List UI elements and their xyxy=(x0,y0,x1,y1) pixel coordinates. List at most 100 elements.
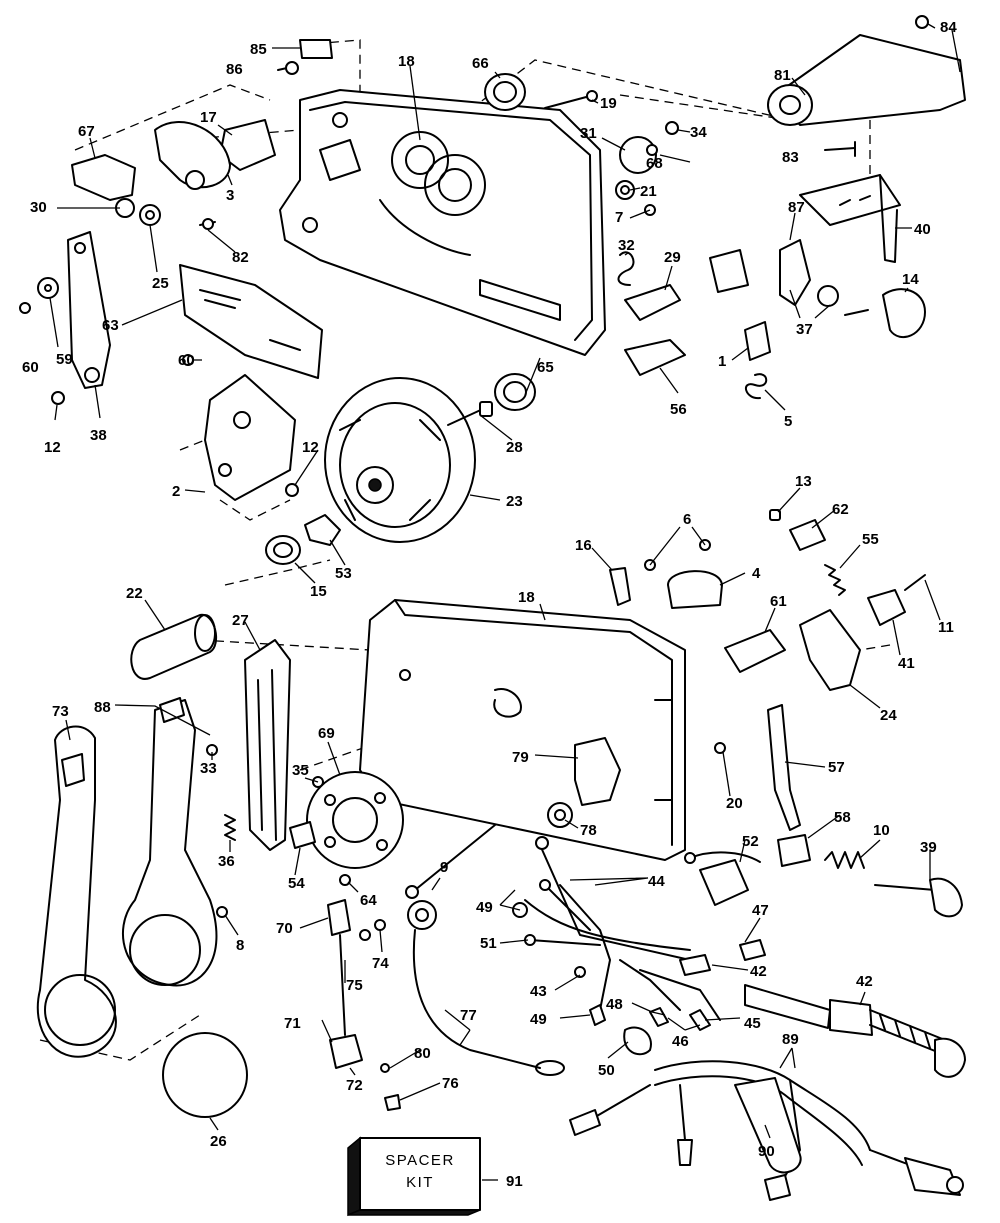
callout-53: 53 xyxy=(335,565,352,582)
callout-42-harness: 42 xyxy=(750,963,767,980)
callout-78: 78 xyxy=(580,822,597,839)
callout-90: 90 xyxy=(758,1143,775,1160)
callout-32: 32 xyxy=(618,237,635,254)
callout-75: 75 xyxy=(346,977,363,994)
part-41 xyxy=(867,589,906,626)
left-lower-parts xyxy=(36,613,565,1118)
callout-79: 79 xyxy=(512,749,529,766)
callout-38: 38 xyxy=(90,427,107,444)
callout-21: 21 xyxy=(640,183,657,200)
callout-12-left: 12 xyxy=(44,439,61,456)
part-79-cover xyxy=(574,737,621,806)
callout-8: 8 xyxy=(236,937,244,954)
callout-17: 17 xyxy=(200,109,217,126)
callout-61: 61 xyxy=(770,593,787,610)
callout-33: 33 xyxy=(200,760,217,777)
callout-84: 84 xyxy=(940,19,957,36)
callout-55: 55 xyxy=(862,531,879,548)
callout-60-middle: 60 xyxy=(178,352,195,369)
part-57 xyxy=(767,704,801,831)
callout-5: 5 xyxy=(784,413,792,430)
callout-67: 67 xyxy=(78,123,95,140)
callout-26: 26 xyxy=(210,1133,227,1150)
callout-40: 40 xyxy=(914,221,931,238)
part-54 xyxy=(289,821,316,849)
callout-29: 29 xyxy=(664,249,681,266)
wiring-harness xyxy=(512,836,766,1056)
callout-60-left: 60 xyxy=(22,359,39,376)
callout-35: 35 xyxy=(292,762,309,779)
callout-66: 66 xyxy=(472,55,489,72)
callout-56: 56 xyxy=(670,401,687,418)
callout-42-trim: 42 xyxy=(856,973,873,990)
callout-41: 41 xyxy=(898,655,915,672)
part-27-rail xyxy=(244,639,291,851)
part-87 xyxy=(779,239,811,306)
upper-small-parts xyxy=(19,15,966,405)
part-71 xyxy=(329,1034,363,1069)
callout-13: 13 xyxy=(795,473,812,490)
callout-46: 46 xyxy=(672,1033,689,1050)
callout-52: 52 xyxy=(742,833,759,850)
part-58 xyxy=(777,834,811,867)
part-90-sleeve xyxy=(734,1077,802,1174)
callout-85: 85 xyxy=(250,41,267,58)
part-14-knob xyxy=(882,288,926,339)
part-66-ring xyxy=(484,73,526,111)
callout-labels: 85 86 18 66 19 81 84 67 17 31 34 68 83 3… xyxy=(22,19,957,1190)
control-housing-lower xyxy=(359,599,686,861)
part-70 xyxy=(327,899,351,936)
spacer-kit-box: SPACER KIT xyxy=(347,1136,481,1217)
callout-87: 87 xyxy=(788,199,805,216)
control-housing-upper xyxy=(279,89,606,356)
part-73-handle xyxy=(36,725,117,1058)
callout-43: 43 xyxy=(530,983,547,1000)
callout-18-lower: 18 xyxy=(518,589,535,606)
callout-80: 80 xyxy=(414,1045,431,1062)
callout-68: 68 xyxy=(646,155,663,172)
part-61-pad xyxy=(724,629,786,673)
trim-harness-and-cables xyxy=(569,984,966,1201)
callout-54: 54 xyxy=(288,875,305,892)
part-63-plate xyxy=(179,264,323,379)
right-side-parts xyxy=(609,509,963,918)
part-38-lever xyxy=(67,231,111,389)
callout-59: 59 xyxy=(56,351,73,368)
callout-50: 50 xyxy=(598,1062,615,1079)
callout-18-upper: 18 xyxy=(398,53,415,70)
callout-7: 7 xyxy=(615,209,623,226)
callout-28: 28 xyxy=(506,439,523,456)
part-4-switch xyxy=(667,570,723,609)
callout-65: 65 xyxy=(537,359,554,376)
callout-73: 73 xyxy=(52,703,69,720)
callout-83: 83 xyxy=(782,149,799,166)
callout-81: 81 xyxy=(774,67,791,84)
callout-1: 1 xyxy=(718,353,726,370)
callout-71: 71 xyxy=(284,1015,301,1032)
callout-25: 25 xyxy=(152,275,169,292)
part-88-handle xyxy=(121,699,218,987)
callout-15: 15 xyxy=(310,583,327,600)
part-53 xyxy=(304,514,341,546)
part-2-bracket xyxy=(204,374,296,501)
callout-49-upper: 49 xyxy=(476,899,493,916)
part-56 xyxy=(624,339,686,376)
part-26-cover xyxy=(162,1032,248,1118)
callout-3: 3 xyxy=(226,187,234,204)
spacer-kit-line1: SPACER xyxy=(385,1152,455,1169)
callout-12-middle: 12 xyxy=(302,439,319,456)
callout-58: 58 xyxy=(834,809,851,826)
callout-77: 77 xyxy=(460,1007,477,1024)
callout-14: 14 xyxy=(902,271,919,288)
part-81-arm xyxy=(774,34,966,126)
callout-11: 11 xyxy=(938,619,954,636)
callout-31: 31 xyxy=(580,125,597,142)
callout-57: 57 xyxy=(828,759,845,776)
callout-22: 22 xyxy=(126,585,143,602)
leader-lines xyxy=(49,23,961,1181)
callout-9: 9 xyxy=(440,859,448,876)
part-77-clip xyxy=(407,900,437,930)
callout-63: 63 xyxy=(102,317,119,334)
part-85-clip xyxy=(299,39,333,59)
